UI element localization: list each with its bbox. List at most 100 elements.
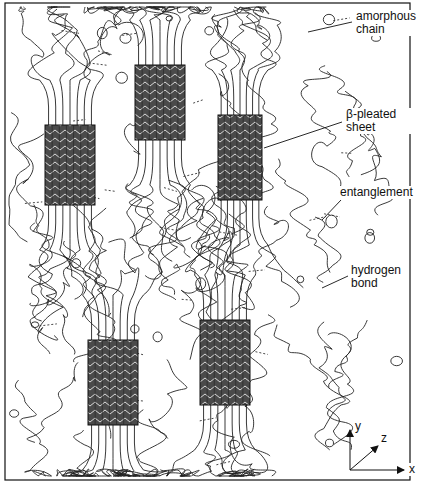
amorphous-chain-strand bbox=[17, 134, 44, 232]
amorphous-chain-strand bbox=[136, 410, 166, 476]
chain-strand bbox=[140, 158, 146, 185]
entanglement-loop bbox=[97, 27, 107, 38]
chain-strand bbox=[93, 295, 99, 322]
chain-strand bbox=[127, 443, 133, 470]
entanglement-loop bbox=[365, 233, 375, 244]
chain-strand bbox=[103, 443, 106, 470]
chain-strand bbox=[160, 20, 161, 47]
sheet-strand bbox=[149, 65, 150, 140]
entanglement-loop bbox=[72, 259, 81, 268]
sheet-strand bbox=[236, 115, 237, 200]
entanglement-loop bbox=[297, 276, 304, 283]
chain-strand bbox=[167, 20, 170, 47]
sheet-strand bbox=[116, 340, 117, 425]
amorphous-chain-strand bbox=[254, 206, 289, 275]
hydrogen-bond-link bbox=[98, 51, 112, 55]
chain-strand bbox=[127, 295, 133, 322]
y-axis bbox=[350, 430, 351, 470]
chain-strand bbox=[84, 80, 90, 107]
hydrogen-bond-link bbox=[105, 190, 116, 191]
chain-strand bbox=[83, 295, 92, 322]
amorphous-chain-strand bbox=[129, 185, 153, 238]
chain-strand bbox=[134, 443, 143, 470]
chain-strand bbox=[231, 70, 234, 97]
sheet-strand bbox=[156, 65, 157, 140]
chain-strand bbox=[77, 223, 80, 250]
chain-strand bbox=[232, 275, 235, 302]
hydrogen-bond-link bbox=[216, 461, 230, 464]
amorphous-chain-strand bbox=[55, 15, 104, 81]
chain-strand bbox=[231, 218, 234, 245]
hydrogen-bond-link bbox=[182, 299, 192, 301]
chain-strand bbox=[259, 70, 268, 97]
amorphous-chain-strand bbox=[253, 7, 281, 70]
chain-strand bbox=[150, 20, 153, 47]
hydrogen-bond-link bbox=[255, 352, 267, 355]
entanglement-loop bbox=[166, 16, 172, 21]
amorphous-chain-strand bbox=[259, 245, 300, 307]
hydrogen-bond-link bbox=[231, 307, 246, 309]
chain-strand bbox=[181, 20, 190, 47]
chain-strand bbox=[181, 158, 190, 185]
amorphous-chain-strand bbox=[57, 430, 94, 476]
chain-strand bbox=[215, 423, 218, 450]
amorphous-chain-strand bbox=[91, 208, 123, 295]
hydrogen-bond-link bbox=[122, 33, 136, 35]
sheet-strand bbox=[130, 340, 131, 425]
entanglement-loop bbox=[391, 356, 403, 365]
sheet-strand bbox=[249, 115, 250, 200]
amorphous-chain-strand bbox=[70, 7, 121, 80]
chain-strand bbox=[215, 275, 218, 302]
amorphous-chain-strand bbox=[219, 74, 274, 200]
amorphous-chain-strand bbox=[318, 322, 353, 445]
beta-sheet-crystal bbox=[135, 65, 185, 140]
chain-strand bbox=[77, 80, 80, 107]
hydrogen-bond-link bbox=[160, 227, 176, 230]
amorphous-chain-strand bbox=[19, 7, 50, 80]
leader-line bbox=[264, 122, 342, 148]
hydrogen-bond-link bbox=[25, 202, 42, 204]
chain-strand bbox=[239, 275, 245, 302]
sheet-strand bbox=[66, 125, 67, 205]
sheet-strand bbox=[177, 65, 178, 140]
amorphous-chain-strand bbox=[30, 205, 58, 340]
chain-strand bbox=[40, 80, 49, 107]
chain-strand bbox=[195, 423, 204, 450]
hydrogen-bond-link bbox=[89, 63, 107, 65]
amorphous-chain-strand bbox=[87, 470, 134, 476]
sheet-strand bbox=[109, 340, 110, 425]
entanglement-loop bbox=[326, 215, 337, 228]
amorphous-chain-strand bbox=[27, 362, 78, 442]
amorphous-chain-strand bbox=[161, 226, 219, 295]
beta-sheet-crystal bbox=[88, 340, 138, 425]
chain-strand bbox=[174, 158, 180, 185]
chain-strand bbox=[113, 295, 114, 322]
beta-sheet-crystal bbox=[218, 115, 262, 200]
chain-strand bbox=[60, 223, 63, 250]
chain-strand bbox=[246, 275, 255, 302]
amorphous-chain-strand bbox=[231, 450, 253, 476]
sheet-strand bbox=[235, 320, 236, 405]
amorphous-chain-strand bbox=[147, 7, 180, 20]
hydrogen-bond-link bbox=[164, 188, 177, 192]
chain-strand bbox=[225, 275, 226, 302]
chain-strand bbox=[134, 295, 143, 322]
hydrogen-bond-link bbox=[333, 18, 349, 21]
hydrogen-bond-link bbox=[341, 152, 352, 153]
amorphous-chain-strand bbox=[191, 185, 215, 270]
sheet-strand bbox=[95, 340, 96, 425]
amorphous-chain-strand bbox=[214, 7, 251, 70]
leader-line bbox=[322, 276, 348, 288]
amorphous-chain-strand bbox=[146, 7, 181, 20]
hydrogen-bond-link bbox=[73, 120, 85, 121]
amorphous-chain-strand bbox=[237, 7, 267, 40]
amorphous-chain-strand bbox=[126, 184, 152, 296]
amorphous-chain-strand bbox=[109, 239, 136, 295]
entanglement-loop bbox=[116, 72, 128, 83]
sheet-strand bbox=[170, 65, 171, 140]
sheet-strand bbox=[243, 115, 244, 200]
chain-strand bbox=[259, 218, 268, 245]
sheet-strand bbox=[214, 320, 215, 405]
chain-strand bbox=[120, 295, 123, 322]
beta-sheet-crystal bbox=[45, 125, 95, 205]
